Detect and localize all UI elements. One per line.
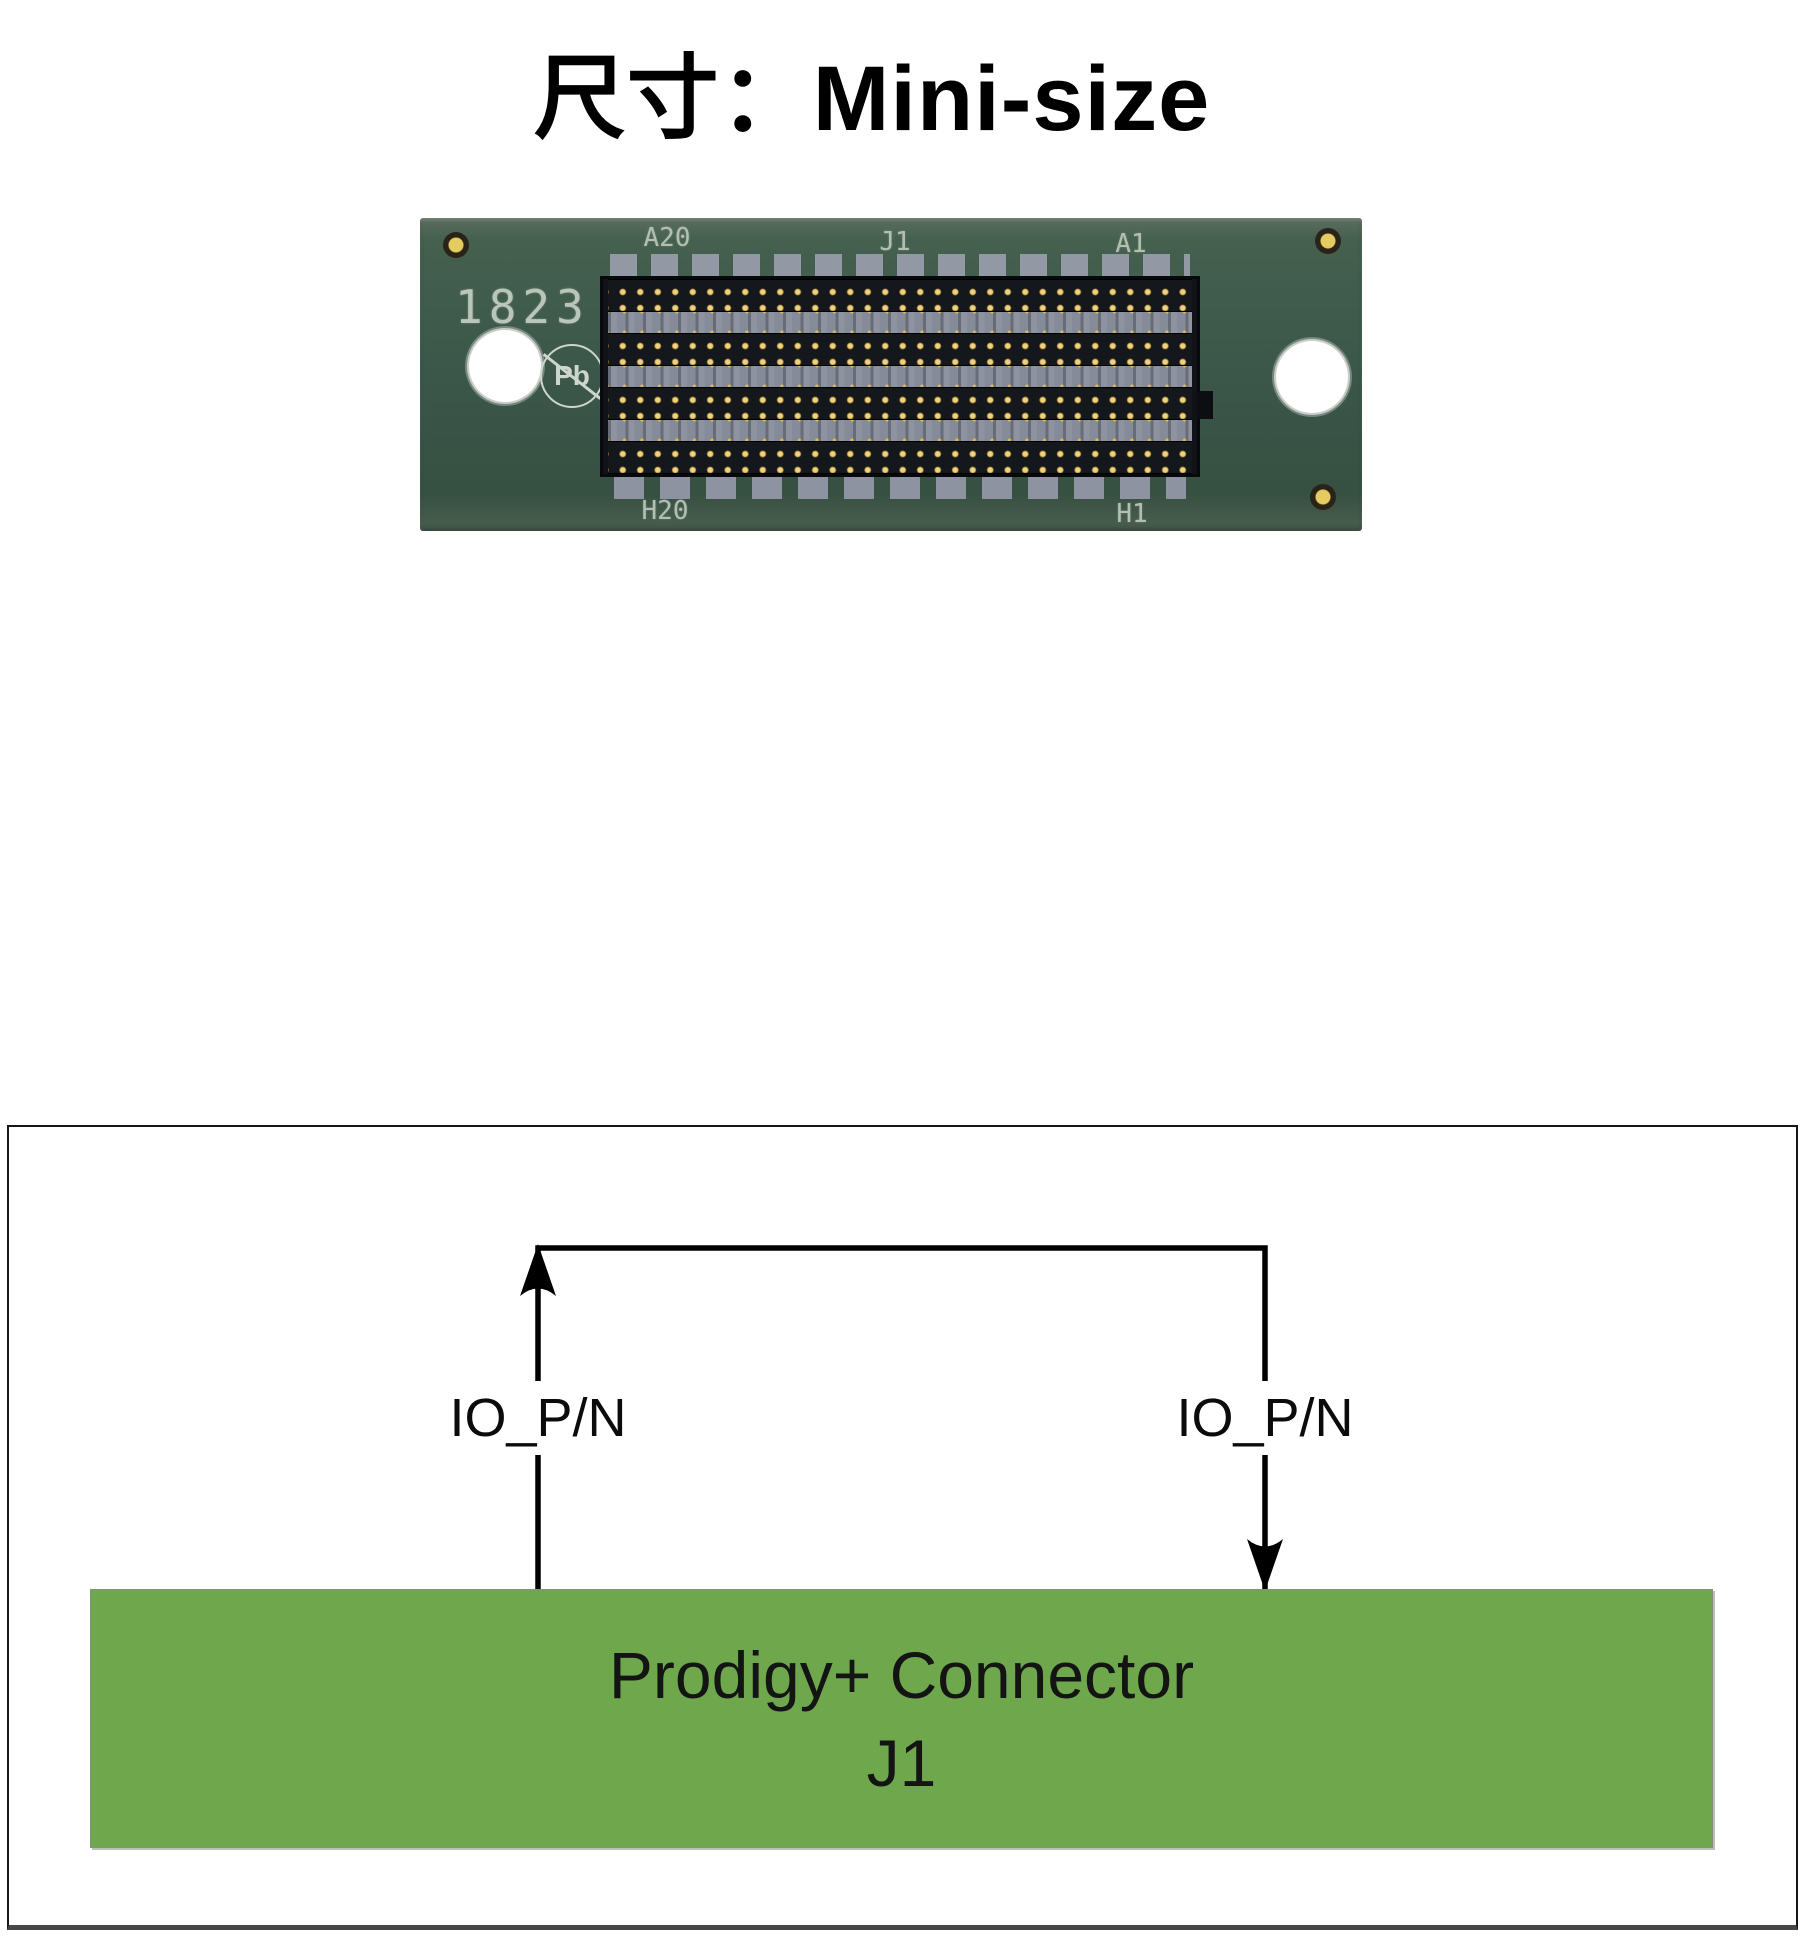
pb-free-label: Pb: [554, 360, 590, 391]
pb-free-icon: Pb: [540, 344, 604, 408]
fiducial-dot-top-right: [1315, 228, 1341, 254]
io-signal-label-right: IO_P/N: [1170, 1381, 1360, 1455]
pin-row: [608, 386, 1192, 420]
connector-band: [608, 311, 1192, 333]
silkscreen-label-a20: A20: [643, 223, 691, 253]
silkscreen-label-a1: A1: [1115, 229, 1147, 259]
connector-latch-nub: [1197, 390, 1213, 419]
silkscreen-label-h20: H20: [641, 496, 689, 526]
mounting-hole-right: [1274, 339, 1350, 415]
page-title: 尺寸：Mini-size: [533, 48, 1211, 150]
mounting-hole-left: [467, 328, 543, 404]
connector-band: [608, 365, 1192, 387]
prodigy-connector: [600, 254, 1213, 499]
io-signal-label-left: IO_P/N: [443, 1381, 633, 1455]
connector-teeth-bottom: [614, 476, 1186, 499]
fiducial-dot-bottom-right: [1310, 484, 1336, 510]
silkscreen-label-h1: H1: [1116, 499, 1148, 529]
pin-row: [608, 278, 1192, 312]
connector-body: [600, 275, 1213, 477]
pcb-photo: 1823 Pb A20 J1 A1 H20 H1: [420, 218, 1362, 531]
connector-block: Prodigy+ Connector J1: [90, 1589, 1713, 1848]
silkscreen-label-j1: J1: [879, 227, 911, 257]
pin-row: [608, 332, 1192, 366]
connector-band: [608, 419, 1192, 441]
connector-block-title: Prodigy+ Connector: [608, 1637, 1195, 1712]
pin-row: [608, 440, 1192, 474]
connector-teeth-top: [610, 254, 1190, 276]
connector-block-refdes: J1: [866, 1725, 937, 1800]
fiducial-dot-top-left: [443, 232, 469, 258]
pcb-date-code: 1823: [455, 280, 590, 334]
